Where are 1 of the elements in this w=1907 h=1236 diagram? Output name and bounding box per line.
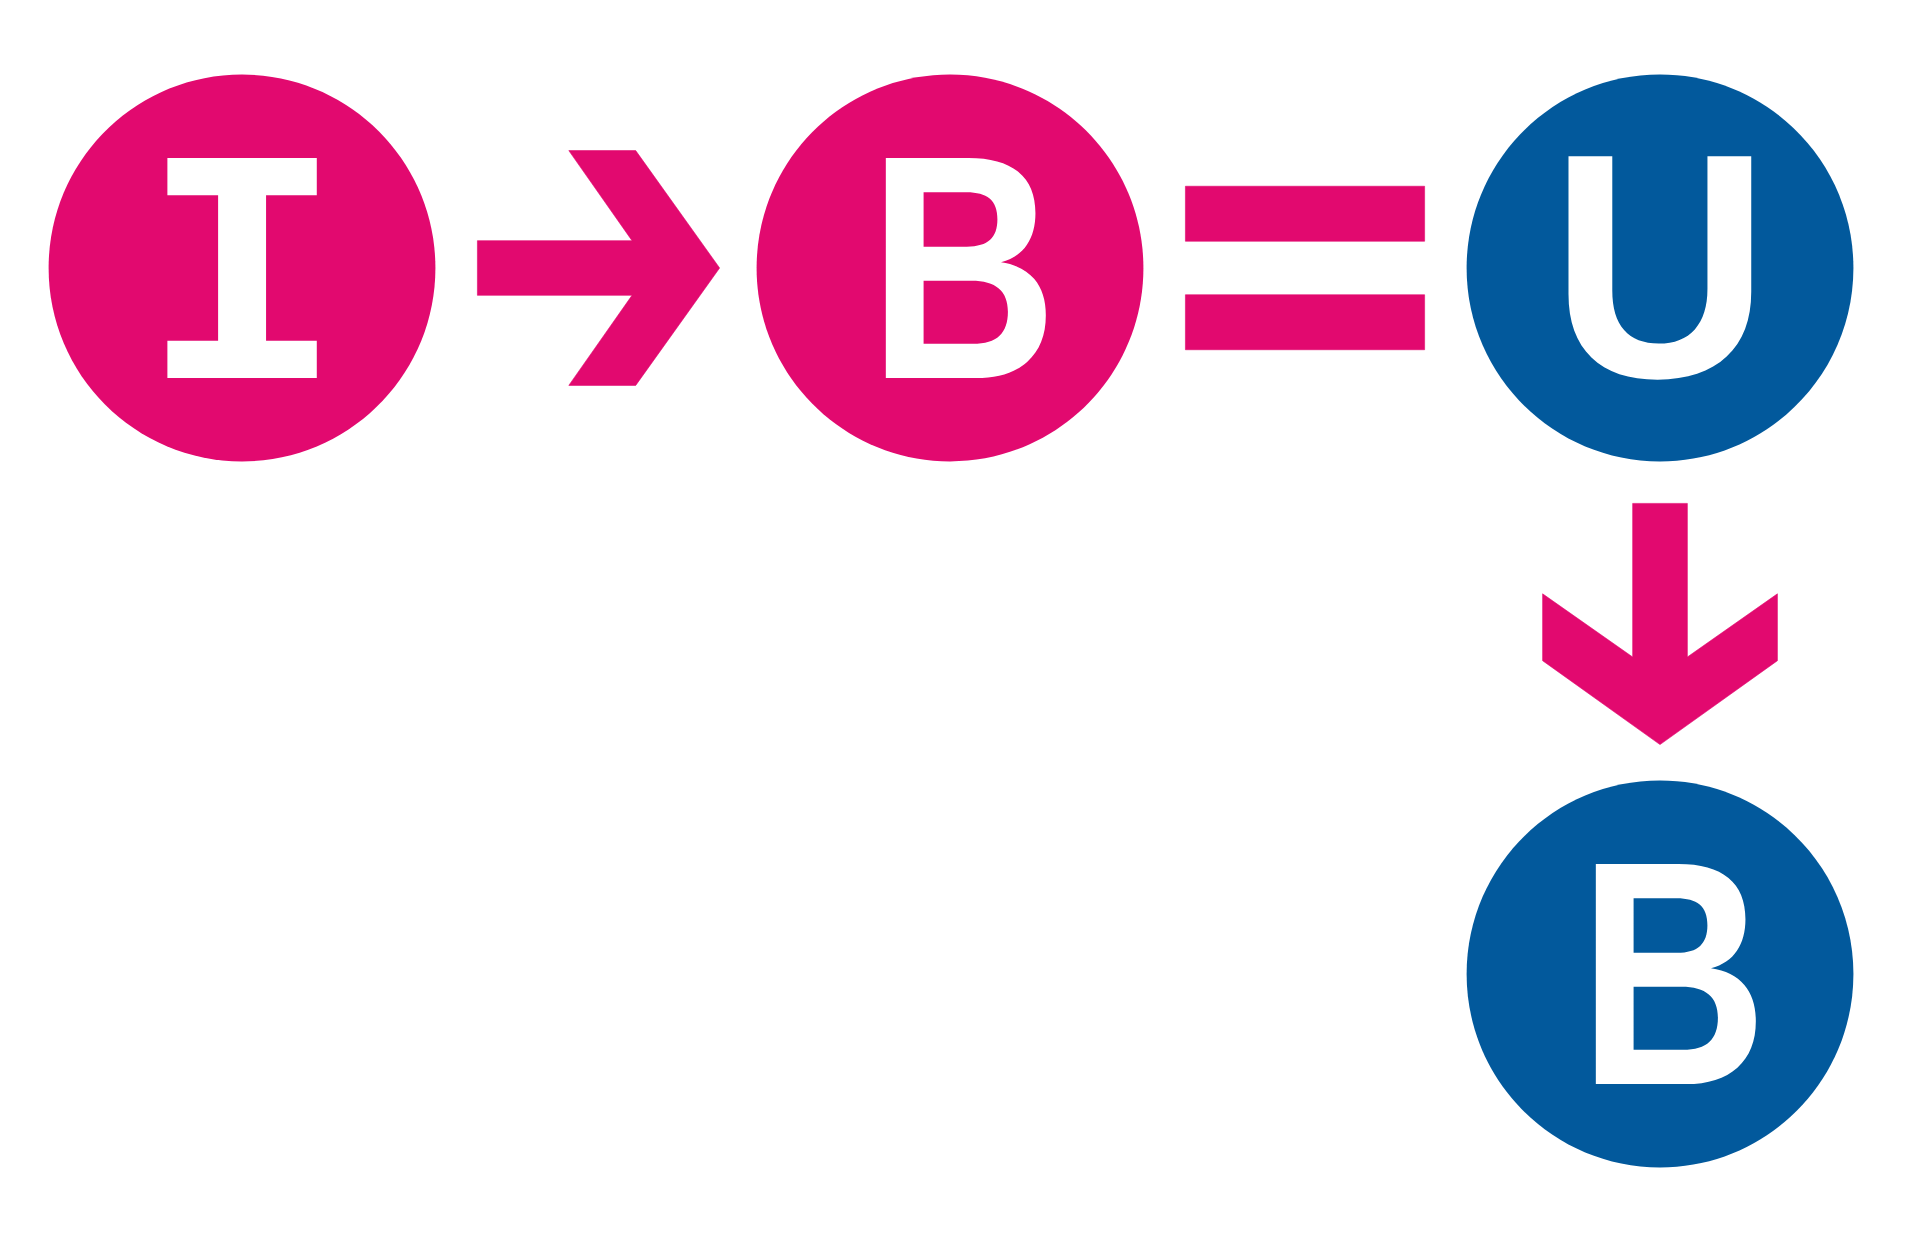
equals-sign: [1185, 185, 1425, 351]
